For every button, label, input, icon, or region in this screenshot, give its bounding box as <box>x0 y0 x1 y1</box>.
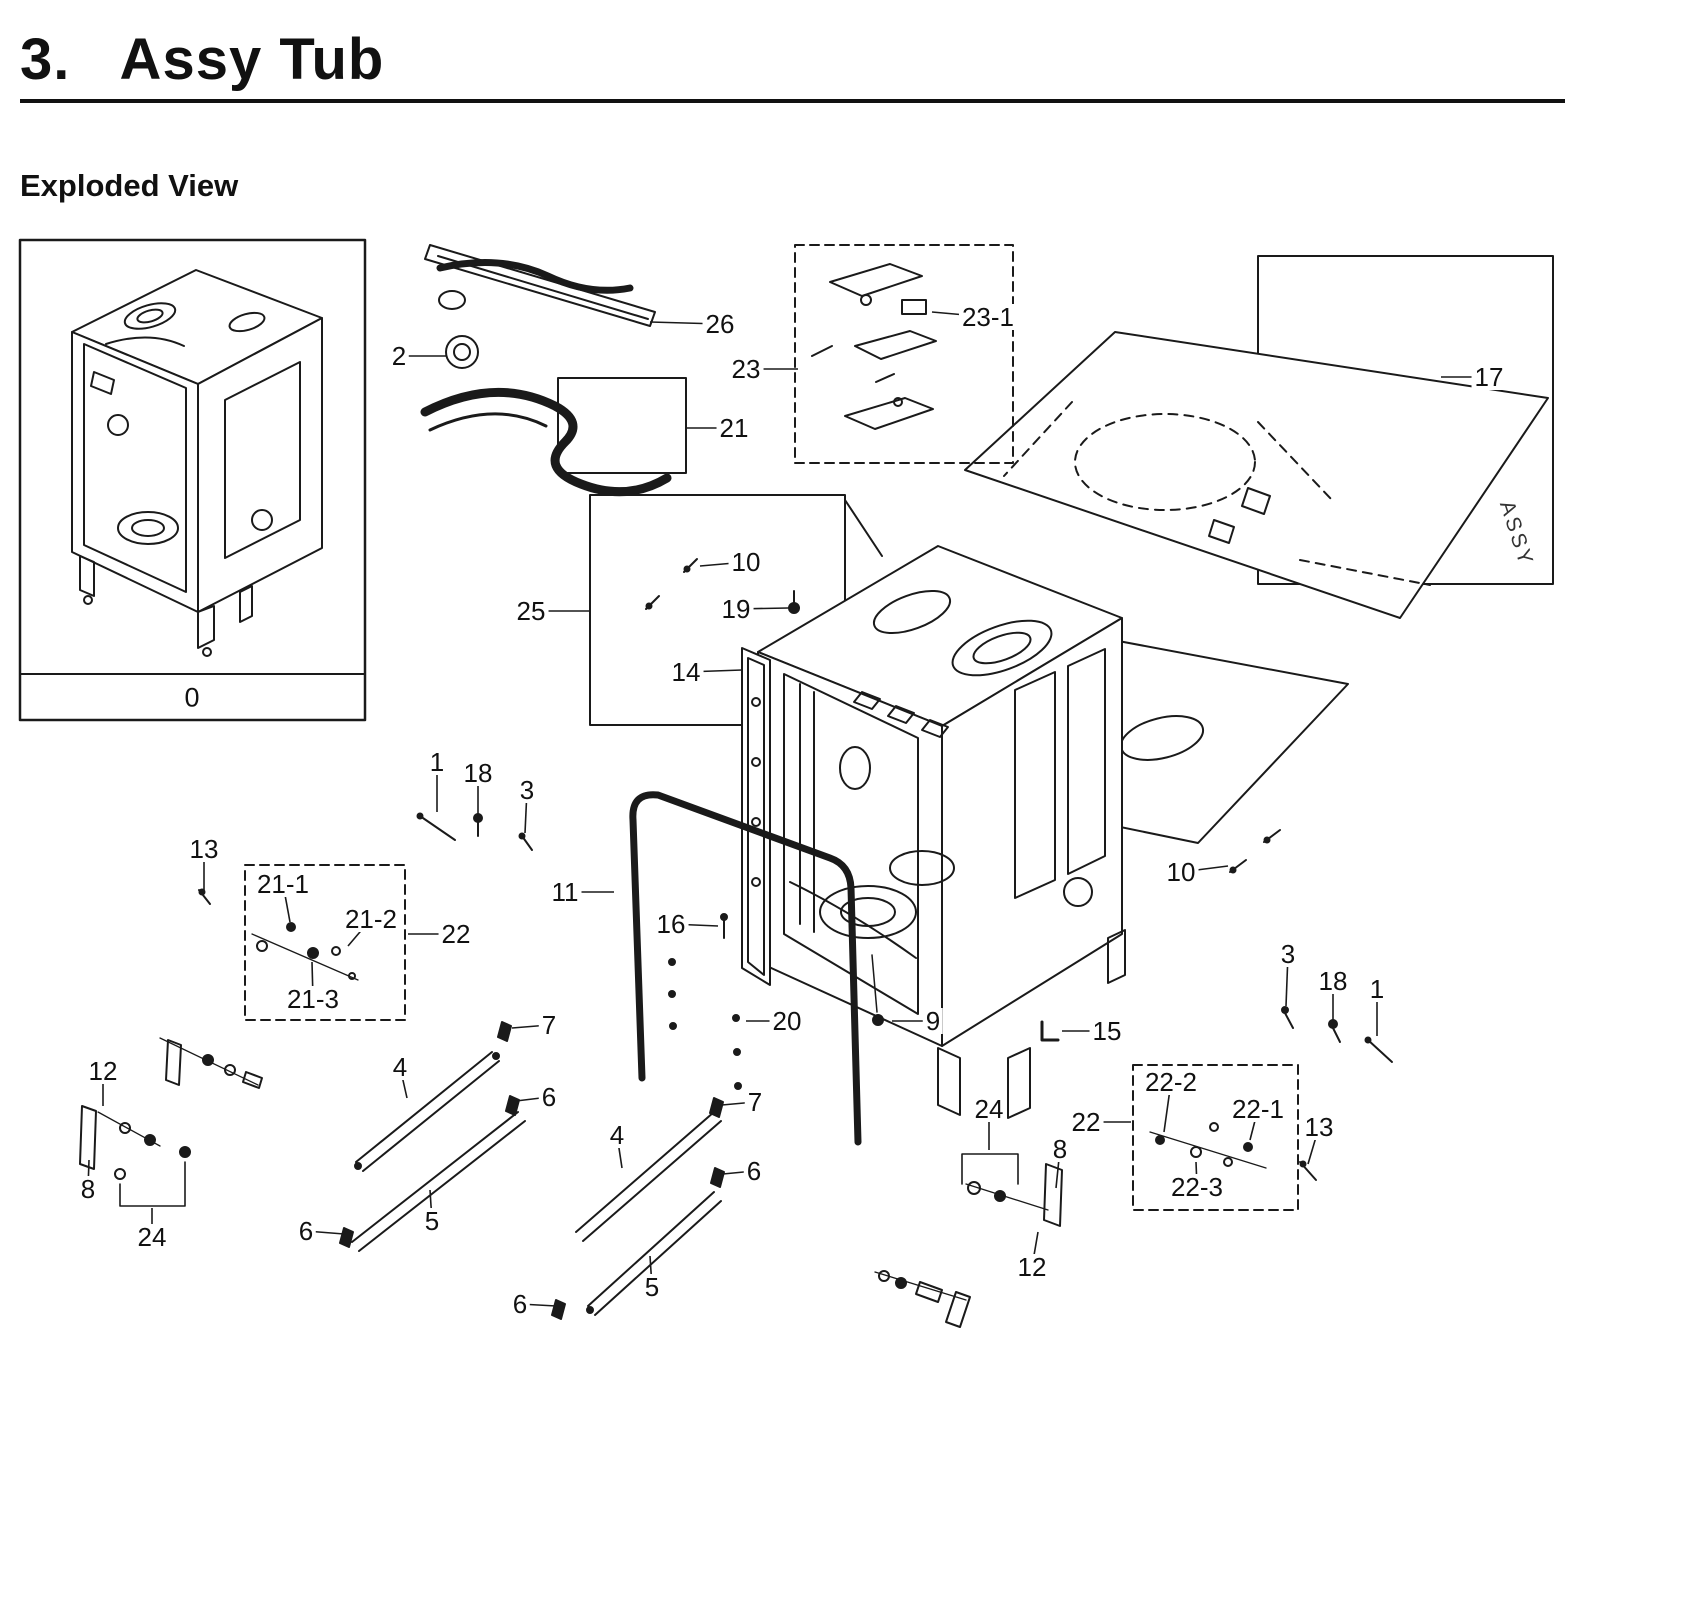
callout-12-28: 12 <box>85 1058 121 1084</box>
callout-11-18: 11 <box>548 879 582 905</box>
callout-22-34: 22 <box>1068 1109 1104 1135</box>
tub-body <box>757 545 1126 1119</box>
callout-5-44: 5 <box>421 1208 443 1234</box>
rail-group-left <box>339 1021 526 1252</box>
callout-17-5: 17 <box>1471 364 1507 390</box>
inset-overview <box>18 238 367 722</box>
callout-18-22: 18 <box>1315 968 1351 994</box>
callout-4-29: 4 <box>389 1054 411 1080</box>
callout-2-1: 2 <box>388 343 410 369</box>
part-16-pin <box>720 913 728 939</box>
callout-4-38: 4 <box>606 1122 628 1148</box>
callout-18-11: 18 <box>460 760 496 786</box>
group-23-latch <box>794 244 1014 464</box>
callout-10-6: 10 <box>728 549 764 575</box>
part-17-insulation-sheets <box>964 255 1554 844</box>
callout-24-33: 24 <box>971 1096 1007 1122</box>
callout-25-7: 25 <box>513 598 549 624</box>
group-22-fasteners <box>1132 1064 1299 1211</box>
callout-8-40: 8 <box>77 1176 99 1202</box>
callout-7-24: 7 <box>538 1012 560 1038</box>
part-20-screws <box>668 958 742 1090</box>
screw-set-left <box>416 812 533 851</box>
callout-13-13: 13 <box>186 836 222 862</box>
part-15-bracket <box>1040 1020 1060 1042</box>
part-13-pins <box>198 888 1317 1181</box>
bracket-group-right <box>961 1153 1063 1227</box>
callout-7-31: 7 <box>744 1089 766 1115</box>
callout-22-3-41: 22-3 <box>1167 1174 1227 1200</box>
callout-6-43: 6 <box>295 1218 317 1244</box>
section-subtitle: Exploded View <box>20 168 239 203</box>
callout-6-39: 6 <box>743 1158 765 1184</box>
callout-21-2-15: 21-2 <box>341 906 401 932</box>
part-14-front-frame <box>741 647 771 986</box>
callout-13-36: 13 <box>1301 1114 1337 1140</box>
callout-23-3: 23 <box>728 356 764 382</box>
callout-6-47: 6 <box>509 1291 531 1317</box>
part-11-door-gasket <box>629 791 862 1146</box>
callout-5-45: 5 <box>641 1274 663 1300</box>
callout-24-42: 24 <box>134 1224 170 1250</box>
title-underline <box>20 99 1565 103</box>
callout-3-21: 3 <box>1277 941 1299 967</box>
callout-1-23: 1 <box>1366 976 1388 1002</box>
callout-16-19: 16 <box>653 911 689 937</box>
callout-21-1-14: 21-1 <box>253 871 313 897</box>
callout-23-1-2: 23-1 <box>958 304 1018 330</box>
part-10-clips-right <box>1229 829 1281 874</box>
callout-9-26: 9 <box>922 1008 944 1034</box>
callout-1-10: 1 <box>426 749 448 775</box>
part-9-bolt <box>871 954 884 1026</box>
part-2-grommet <box>438 290 479 369</box>
callout-22-16: 22 <box>438 921 474 947</box>
callout-22-2-32: 22-2 <box>1141 1069 1201 1095</box>
callout-14-9: 14 <box>668 659 704 685</box>
callout-26-0: 26 <box>702 311 738 337</box>
callout-22-1-35: 22-1 <box>1228 1096 1288 1122</box>
screw-set-right <box>1281 1006 1393 1063</box>
part-10-clips-top <box>645 558 698 610</box>
callout-21-4: 21 <box>716 415 752 441</box>
part-19-screw <box>788 590 800 614</box>
rail-group-middle <box>551 1097 725 1320</box>
part-26-rail <box>424 244 656 327</box>
bracket-group-bottom <box>874 1270 971 1328</box>
callout-19-8: 19 <box>718 596 754 622</box>
inset-index-label: 0 <box>184 682 200 713</box>
callout-6-30: 6 <box>538 1084 560 1110</box>
part-21-duct <box>420 377 687 497</box>
callout-10-20: 10 <box>1163 859 1199 885</box>
callout-12-46: 12 <box>1014 1254 1050 1280</box>
callout-21-3-17: 21-3 <box>283 986 343 1012</box>
callout-20-25: 20 <box>769 1008 805 1034</box>
callout-8-37: 8 <box>1049 1136 1071 1162</box>
callout-3-12: 3 <box>516 777 538 803</box>
bracket-group-left <box>79 1037 263 1207</box>
page-title: 3. Assy Tub <box>20 27 385 92</box>
group-21-fasteners <box>244 864 406 1021</box>
callout-15-27: 15 <box>1089 1018 1125 1044</box>
